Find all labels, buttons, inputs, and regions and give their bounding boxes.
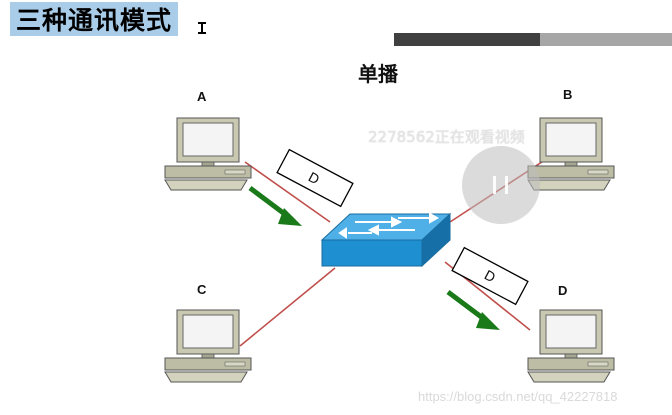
pause-icon-bar: [505, 176, 508, 194]
direction-arrow-1-icon: [248, 186, 302, 226]
node-label-d: D: [558, 283, 568, 298]
computer-a-icon: [164, 117, 252, 191]
pause-icon: [493, 176, 496, 194]
viewer-count-watermark: 2278562正在观看视频: [368, 128, 525, 146]
data-frame-1: [276, 148, 354, 208]
pause-button[interactable]: [462, 146, 540, 224]
text-cursor-icon: [198, 22, 206, 34]
header-band-dark: [394, 33, 540, 46]
node-label-a: A: [197, 89, 207, 104]
computer-b-icon: [527, 117, 615, 191]
switch-icon: [320, 212, 452, 268]
node-label-c: C: [197, 282, 207, 297]
blog-url-watermark: https://blog.csdn.net/qq_42227818: [418, 389, 618, 404]
node-label-b: B: [563, 87, 573, 102]
link-c-switch: [239, 267, 336, 347]
page-title: 三种通讯模式: [16, 6, 173, 35]
direction-arrow-2-icon: [446, 290, 500, 330]
computer-c-icon: [164, 309, 252, 383]
data-frame-2: [451, 246, 529, 306]
link-a-switch: [244, 161, 331, 223]
slide-title: 单播: [358, 62, 398, 86]
computer-d-icon: [527, 309, 615, 383]
header-band-light: [540, 33, 672, 46]
title-highlight: 三种通讯模式: [10, 2, 179, 36]
